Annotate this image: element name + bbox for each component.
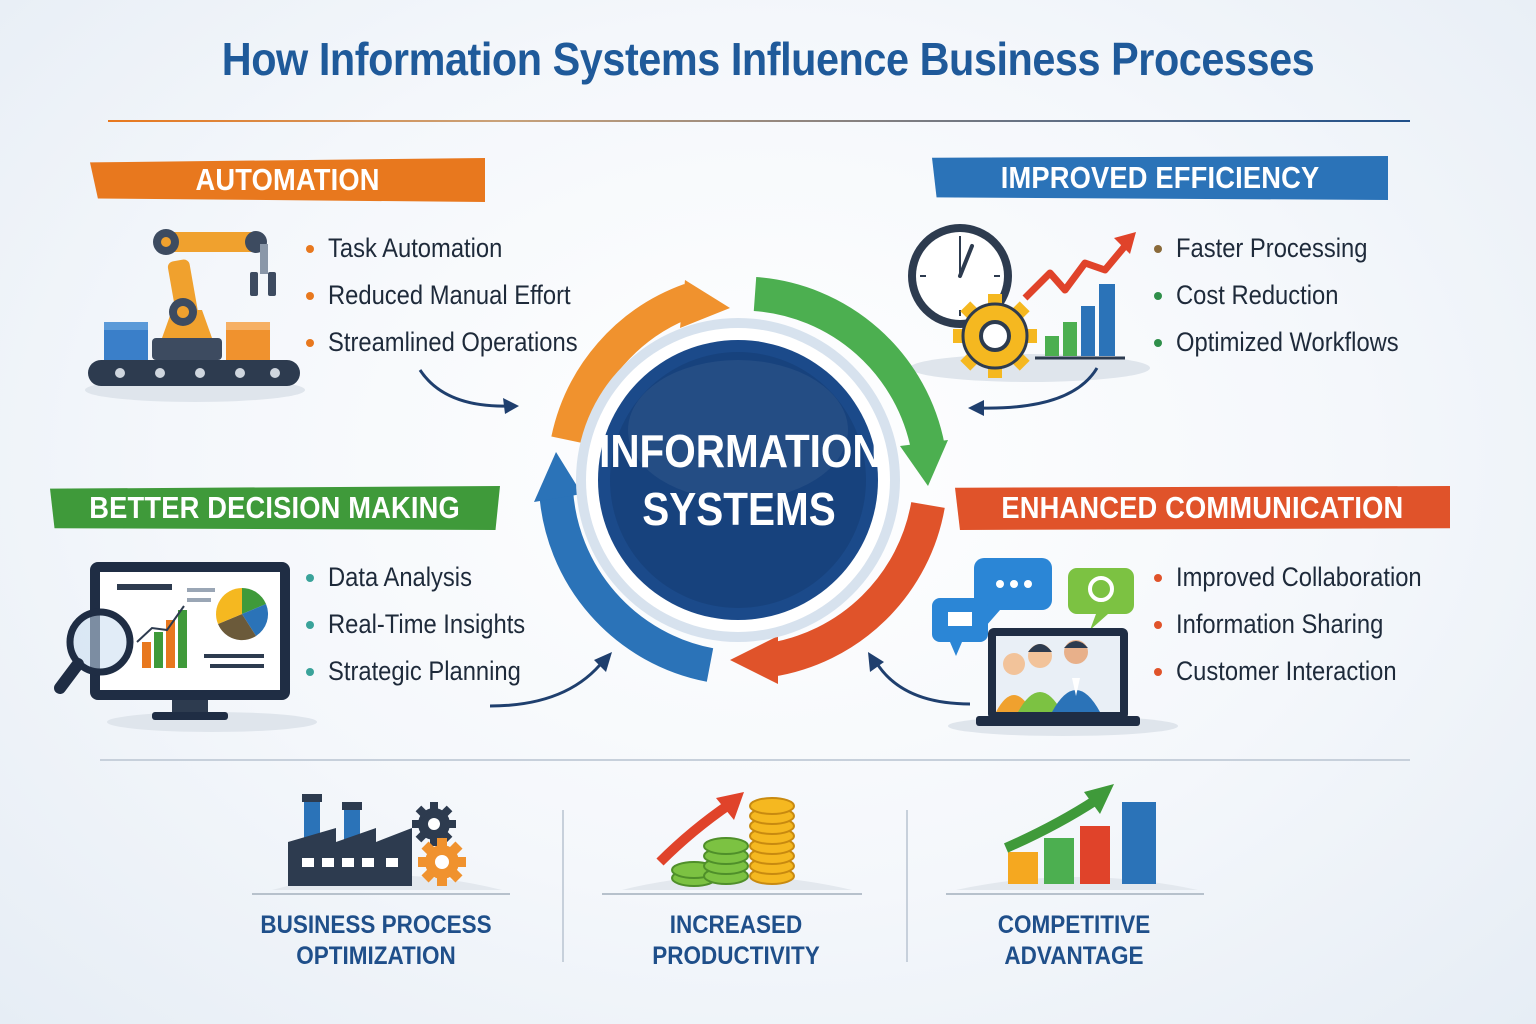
list-item: Cost Reduction [1154, 272, 1429, 319]
chat-video-call-icon [932, 558, 1178, 736]
decision-list: Data Analysis Real-Time Insights Strateg… [306, 554, 552, 695]
outcome-separator-1 [562, 810, 564, 962]
list-item: Improved Collaboration [1154, 554, 1455, 601]
bottom-divider [100, 759, 1410, 761]
center-line-1: INFORMATION [599, 425, 882, 477]
decision-banner: BETTER DECISION MAKING [50, 486, 500, 530]
bar-growth-icon [946, 784, 1204, 895]
communication-banner: ENHANCED COMMUNICATION [955, 486, 1450, 530]
outcome-label-1: BUSINESS PROCESS OPTIMIZATION [260, 911, 492, 970]
connector-arrow-automation [418, 369, 519, 414]
efficiency-banner: IMPROVED EFFICIENCY [932, 156, 1388, 200]
automation-list: Task Automation Reduced Manual Effort St… [306, 225, 612, 366]
list-item: Information Sharing [1154, 601, 1455, 648]
efficiency-list: Faster Processing Cost Reduction Optimiz… [1154, 225, 1429, 366]
efficiency-heading: IMPROVED EFFICIENCY [1000, 160, 1320, 195]
list-item: Data Analysis [306, 554, 552, 601]
outcome-separator-2 [906, 810, 908, 962]
automation-heading: AUTOMATION [195, 162, 380, 197]
coins-growth-icon [602, 792, 862, 895]
communication-heading: ENHANCED COMMUNICATION [1001, 490, 1404, 525]
list-item: Real-Time Insights [306, 601, 552, 648]
clock-gear-chart-icon [908, 224, 1150, 382]
center-line-2: SYSTEMS [642, 483, 836, 535]
robot-arm-icon [85, 229, 305, 402]
connector-arrow-decision [489, 652, 612, 708]
list-item: Streamlined Operations [306, 319, 612, 366]
factory-icon [252, 794, 510, 895]
list-item: Optimized Workflows [1154, 319, 1429, 366]
automation-banner: AUTOMATION [90, 158, 485, 202]
connector-arrow-communication [868, 652, 971, 706]
page-title: How Information Systems Influence Busine… [221, 33, 1315, 85]
connector-arrow-efficiency [968, 367, 1099, 416]
cycle-arrows [534, 277, 948, 684]
center-label: INFORMATION SYSTEMS [580, 422, 898, 538]
list-item: Faster Processing [1154, 225, 1429, 272]
monitor-analytics-icon [54, 562, 317, 732]
decision-heading: BETTER DECISION MAKING [89, 490, 461, 525]
communication-list: Improved Collaboration Information Shari… [1154, 554, 1455, 695]
list-item: Task Automation [306, 225, 612, 272]
list-item: Reduced Manual Effort [306, 272, 612, 319]
list-item: Strategic Planning [306, 648, 552, 695]
top-divider [108, 120, 1410, 122]
outcome-label-3: COMPETITIVE ADVANTAGE [997, 911, 1151, 970]
list-item: Customer Interaction [1154, 648, 1455, 695]
outcome-label-2: INCREASED PRODUCTIVITY [652, 911, 820, 970]
